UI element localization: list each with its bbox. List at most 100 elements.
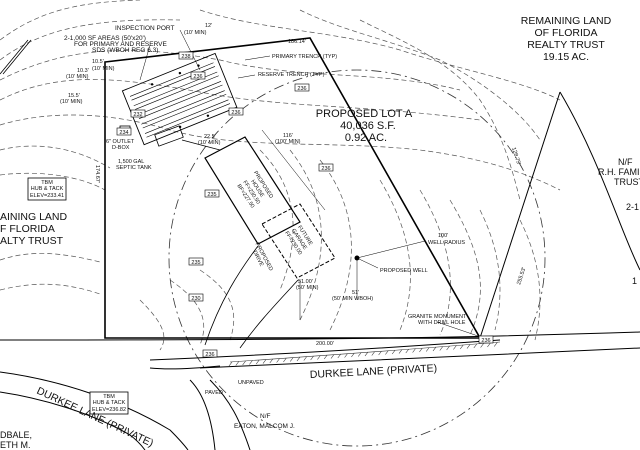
granite-monument-line2: WITH DRILL HOLE <box>418 320 466 326</box>
w-remaining-land-line3: ALTY TRUST <box>0 235 64 247</box>
leaching-field <box>121 52 238 146</box>
well-radius-circle <box>168 69 546 447</box>
pavement-edge <box>228 341 501 367</box>
spot-grade-label: 230 <box>191 296 200 302</box>
proposed-drive-label: PROPOSED DRIVE <box>251 242 273 272</box>
dim-10-3-min: (10' MIN) <box>66 74 89 80</box>
reserve-trench-label: RESERVE TRENCH (TYP) <box>258 72 325 78</box>
clipped-right-label-1: 2-1 <box>626 202 639 212</box>
nf-east-line3: TRUST <box>614 177 640 187</box>
spot-grade-label: 236 <box>231 110 240 116</box>
tbm-1-line1: TBM <box>41 180 53 186</box>
septic-tank-line2: SEPTIC TANK <box>116 165 152 171</box>
spot-grade-box <box>202 349 218 358</box>
tbm-2-line3: ELEV=236.82 <box>92 407 126 413</box>
ne-remaining-land-line2: OF FLORIDA <box>534 27 597 39</box>
east-line-length-2: 255.53' <box>516 267 527 286</box>
nf-sw-line2: ETH M. <box>0 440 31 450</box>
spot-grade-box <box>190 71 206 80</box>
spot-grade-box <box>188 257 204 266</box>
spot-grade-box <box>178 51 194 60</box>
spot-grade-label: 236 <box>481 338 490 344</box>
dim-51-00: 51.00' <box>298 279 313 285</box>
nf-sw-line1: DBALE, <box>0 430 32 440</box>
proposed-lot-title: PROPOSED LOT A <box>316 108 413 120</box>
unpaved-label: UNPAVED <box>238 380 264 386</box>
spot-grade-box <box>294 83 310 92</box>
primary-trench-label: PRIMARY TRENCH (TYP) <box>272 54 337 60</box>
tbm-1-line3: ELEV=233.41 <box>30 193 64 199</box>
sas-area-line1: 2-1,000 SF AREAS (50'x20') <box>64 35 146 42</box>
nf-east-line2: R.H. FAMI <box>598 167 640 177</box>
nf-south-line2: EATON, MALCOM J. <box>234 423 295 430</box>
spot-grade-box <box>228 107 244 116</box>
dim-51: 51' <box>352 290 359 296</box>
dim-15-5-min: (10' MIN) <box>60 99 83 105</box>
w-remaining-land-line2: F FLORIDA <box>0 223 55 235</box>
leader-lines <box>139 29 479 337</box>
dim-12: 12' <box>205 23 212 29</box>
lot-boundary <box>104 37 482 339</box>
spot-grade-box <box>116 127 132 136</box>
spot-grade-label: 235 <box>207 192 216 198</box>
durkee-lane-north-label: DURKEE LANE (PRIVATE) <box>310 362 438 381</box>
ne-remaining-land-line1: REMAINING LAND <box>521 15 612 27</box>
west-line-length: 174.67' <box>94 165 100 183</box>
dim-51-min: (50' MIN WBOH) <box>332 296 373 302</box>
spot-grade-box <box>188 293 204 302</box>
dim-12-min: (10' MIN) <box>184 30 207 36</box>
dim-10-5-min: (10' MIN) <box>92 66 115 72</box>
dim-51-00-min: (50' MIN) <box>296 285 319 291</box>
well-radius-line1: 100' <box>438 233 448 239</box>
proposed-drive-edge <box>239 279 299 349</box>
septic-tank <box>154 125 184 147</box>
nf-east-label: N/F R.H. FAMI TRUST <box>598 157 640 187</box>
ne-remaining-land: REMAINING LAND OF FLORIDA REALTY TRUST 1… <box>521 15 612 63</box>
proposed-lot-area-ac: 0.92 AC. <box>345 132 387 144</box>
contour-lines <box>0 0 561 351</box>
durkee-lane <box>0 331 640 450</box>
sas-area-line2: FOR PRIMARY AND RESERVE <box>74 41 167 48</box>
dim-10-3: 10.3' <box>77 68 89 74</box>
spot-grade-box <box>478 335 494 344</box>
inspection-port-label: INSPECTION PORT <box>115 25 175 32</box>
spot-grade-box <box>318 163 334 172</box>
tbm-box-1 <box>27 177 67 201</box>
dim-22-5-min: (10' MIN) <box>198 140 221 146</box>
proposed-lot-label: PROPOSED LOT A 40,036 S.F. 0.92 AC. <box>316 108 413 144</box>
spot-grade-label: 236 <box>193 74 202 80</box>
spot-grade-label: 234 <box>119 130 128 136</box>
sewer-line <box>181 139 221 151</box>
proposed-well-label: PROPOSED WELL <box>380 268 428 274</box>
tbm-2-line2: HUB & TACK <box>93 400 126 406</box>
w-remaining-land: AINING LAND F FLORIDA ALTY TRUST <box>0 211 68 247</box>
nf-sw-label: DBALE, ETH M. <box>0 430 32 450</box>
spot-grade-box <box>130 109 146 118</box>
d-box-line2: D-BOX <box>112 145 130 151</box>
proposed-lot-area-sf: 40,036 S.F. <box>340 120 396 132</box>
house-label: PROPOSED HOUSE FF=230.50 BF=227.50 <box>235 170 274 209</box>
nf-south-label: N/F EATON, MALCOM J. <box>234 413 295 430</box>
east-line-length: 128.75' <box>510 147 521 166</box>
spot-grade-label: 235 <box>191 260 200 266</box>
proposed-house <box>204 136 301 245</box>
dim-10-5: 10.5' <box>92 59 104 65</box>
d-box-line1: 6" OUTLET <box>106 139 135 145</box>
ne-remaining-land-line4: 19.15 AC. <box>543 51 589 63</box>
future-garage <box>261 203 336 279</box>
granite-monument-line1: GRANITE MONUMENT <box>408 314 467 320</box>
dim-22-5: 22.5' <box>204 134 216 140</box>
dim-15-5: 15.5' <box>68 93 80 99</box>
septic-tank-line1: 1,500 GAL <box>118 159 144 165</box>
tbm-box-2 <box>89 391 129 415</box>
proposed-drive-edge2 <box>204 245 259 346</box>
spot-grade-label: 236 <box>321 166 330 172</box>
spot-grade-label: 238 <box>181 54 190 60</box>
spot-grade-label: 236 <box>297 86 306 92</box>
spot-grade-label: 232 <box>133 112 142 118</box>
nf-east-line1: N/F <box>618 157 633 167</box>
tbm-2-label: TBM HUB & TACK ELEV=236.82 <box>92 394 126 413</box>
tbm-1-label: TBM HUB & TACK ELEV=233.41 <box>30 180 64 199</box>
